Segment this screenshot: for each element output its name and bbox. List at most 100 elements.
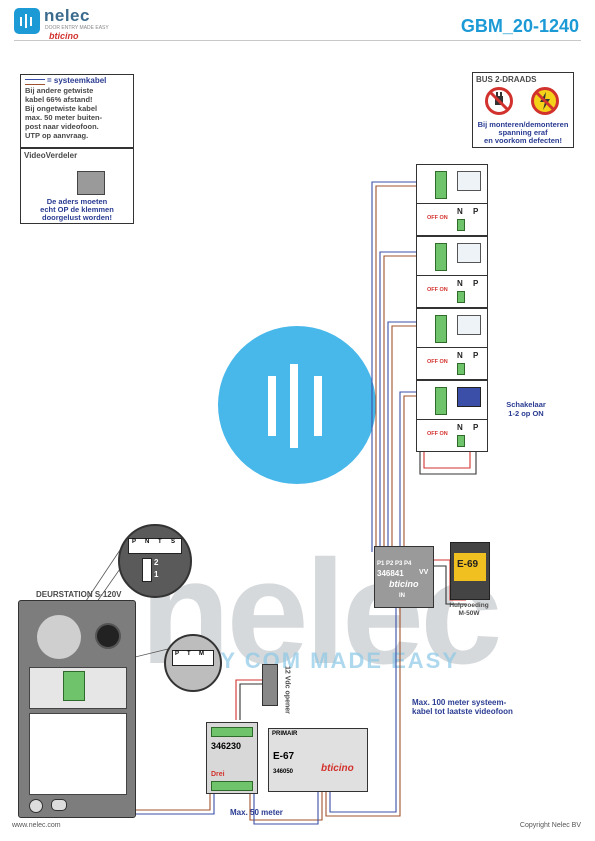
no-voltage-icon [531, 87, 559, 115]
distributor-code: 346841 [377, 569, 404, 578]
zoom-dip-label: P [132, 539, 137, 545]
door-opener [262, 664, 278, 706]
monitor-divider [417, 203, 487, 204]
legend-line: max. 50 meter buiten- [25, 113, 103, 122]
header-divider [14, 40, 581, 41]
zoom-callout-dip: P N T S 2 1 [118, 524, 192, 598]
bus-warning-box: BUS 2-DRAADS Bij monteren/demonteren spa… [472, 72, 574, 148]
legend-box: = systeemkabel Bij andere getwiste kabel… [20, 74, 134, 148]
switch-note-line: Schakelaar [506, 400, 546, 409]
distributor-346841: P1 P2 P3 P4 346841 VV bticino IN [374, 546, 434, 608]
videoverdeler-note: doorgelust worden! [42, 213, 112, 222]
monitor-np-terminal [457, 219, 465, 231]
monitor-offon: OFF ON [427, 431, 448, 437]
wire-mod-psu-blue [253, 790, 319, 825]
switch-note: Schakelaar 1-2 op ON [498, 400, 554, 418]
wire-trunk-brown [375, 185, 428, 552]
monitor-screen [457, 171, 481, 191]
monitor-terminal [435, 243, 447, 271]
monitor-p: P [473, 351, 479, 360]
monitor-1: OFF ON N P [416, 164, 488, 236]
cable-note-line: Max. 100 meter systeem- [412, 698, 507, 707]
opener-label: 12 Vdc opener [283, 666, 291, 714]
monitor-n: N [457, 207, 463, 216]
psu-e69: E-69 [450, 542, 490, 600]
zoom-dip-strip: P N T S [128, 538, 182, 554]
monitor-terminal [435, 315, 447, 343]
monitor-np-terminal [457, 291, 465, 303]
cable-note-100m: Max. 100 meter systeem- kabel tot laatst… [412, 698, 513, 716]
monitor-p: P [473, 207, 479, 216]
zoom2-label: M [199, 651, 204, 657]
monitor-offon: OFF ON [427, 359, 448, 365]
sub-brand: bticino [49, 31, 79, 41]
zoom2-label: P [175, 651, 180, 657]
wire-opener-black [239, 683, 262, 720]
module-346230: 346230 Drei [206, 722, 258, 794]
camera-lens-icon [95, 623, 121, 649]
psu-e67: PRIMAIR E-67 346050 bticino [268, 728, 368, 792]
psu-e69-code: E-69 [457, 559, 479, 570]
no-plug-icon [485, 87, 513, 115]
videoverdeler-box: VideoVerdeler De aders moeten echt OP de… [20, 148, 134, 224]
bus-note: spanning eraf [498, 128, 548, 137]
psu-e69-panel [454, 553, 486, 581]
footer-website[interactable]: www.nelec.com [12, 822, 61, 829]
legend-line: kabel 66% afstand! [25, 95, 93, 104]
e67-code: E-67 [273, 751, 295, 762]
brand-tagline: DOOR ENTRY MADE EASY [45, 25, 109, 31]
module-label: Drei [211, 771, 225, 778]
cable-note-line: kabel tot laatste videofoon [412, 707, 513, 716]
doorstation-terminal [63, 671, 85, 701]
monitor-terminal [435, 171, 447, 199]
watermark-circle [218, 326, 376, 484]
monitor-offon: OFF ON [427, 287, 448, 293]
doorstation [18, 600, 136, 818]
legend-title: = systeemkabel [47, 76, 107, 85]
e67-ref: 346050 [273, 769, 294, 775]
zoom2-label: T [187, 651, 191, 657]
legend-line: post naar videofoon. [25, 122, 99, 131]
wire-bus-blue [329, 608, 397, 813]
wire-m3-blue [387, 321, 428, 552]
bus-title: BUS 2-DRAADS [476, 75, 537, 84]
wire-psu-black [432, 565, 466, 605]
monitor-screen-active [457, 387, 481, 407]
legend-swatch [25, 79, 45, 85]
speaker-grille [37, 615, 81, 659]
wire-bus-brown [325, 608, 401, 817]
monitor-divider [417, 419, 487, 420]
monitor-offon: OFF ON [427, 215, 448, 221]
wire-mod-psu-brown [249, 790, 323, 821]
wire-m2-blue [379, 251, 428, 552]
monitor-divider [417, 275, 487, 276]
distributor-in: IN [399, 593, 405, 599]
doorstation-button-icon [29, 799, 43, 813]
monitor-p: P [473, 279, 479, 288]
wire-trunk-blue [371, 181, 428, 552]
monitor-2: OFF ON N P [416, 236, 488, 308]
doorstation-keyhole-icon [51, 799, 67, 811]
e67-primair: PRIMAIR [272, 731, 298, 737]
cable-note-50m: Max. 50 meter [230, 808, 283, 817]
zoom-dip-label: N [145, 539, 150, 545]
footer-copyright: Copyright Nelec BV [519, 822, 581, 829]
bus-note: Bij monteren/demonteren [477, 120, 569, 129]
monitor-terminal [435, 387, 447, 415]
monitor-np-terminal [457, 363, 465, 375]
monitor-screen [457, 243, 481, 263]
distributor-brand: bticino [389, 579, 419, 589]
document-code: GBM_20-1240 [460, 16, 579, 36]
zoom-dip-label: T [158, 539, 162, 545]
monitor-divider [417, 347, 487, 348]
watermark-bars-icon [268, 364, 322, 448]
zoom-dip-label: S [171, 539, 176, 545]
distributor-ports: P1 P2 P3 P4 [377, 561, 412, 567]
zoom-switch-label: 1 [154, 570, 159, 579]
e67-brand: bticino [321, 763, 354, 774]
videoverdeler-note: echt OP de klemmen [40, 205, 114, 214]
wire-opener-red [235, 679, 262, 720]
zoom-terminal-strip: P T M [172, 650, 214, 666]
monitor-n: N [457, 423, 463, 432]
monitor-p: P [473, 423, 479, 432]
